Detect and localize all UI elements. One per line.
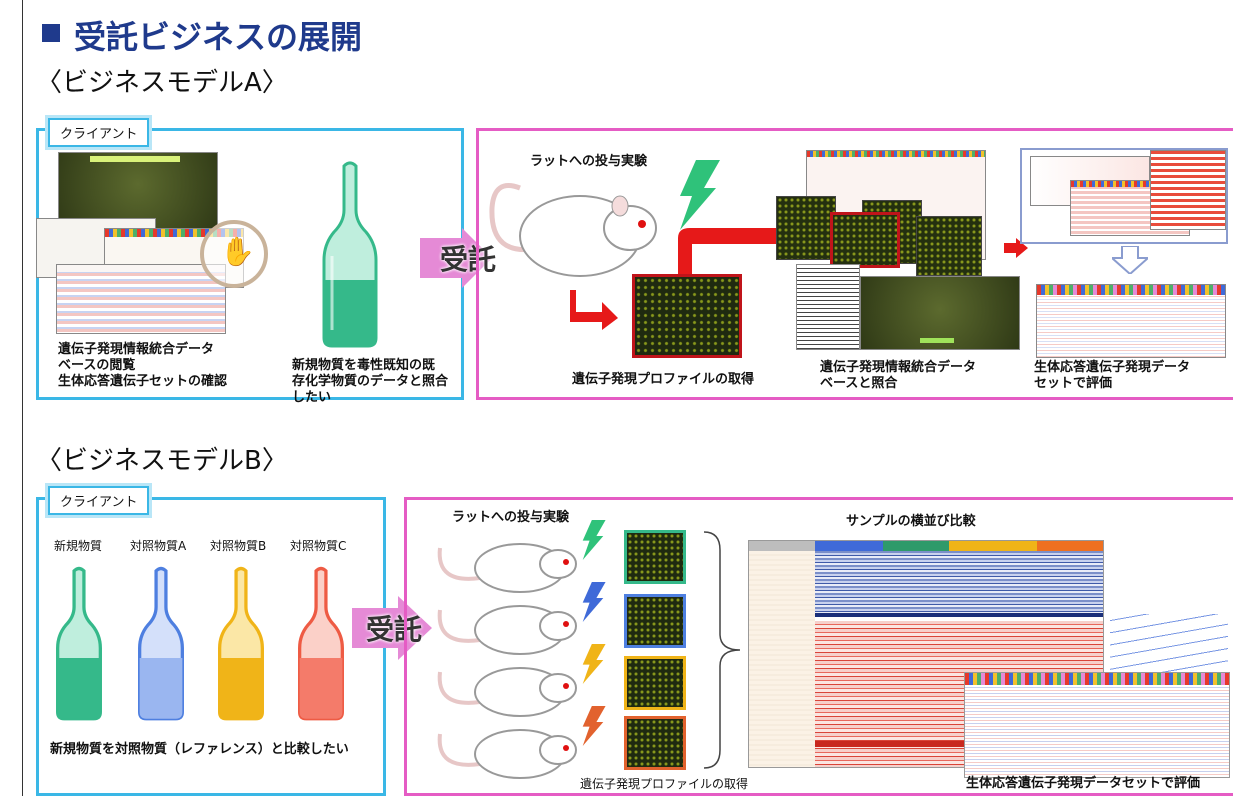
model-a-rat-label: ラットへの投与実験 — [530, 154, 648, 169]
microarray-stack-highlight — [830, 212, 900, 268]
eval-heatmap-large-b — [964, 672, 1230, 778]
entrust-label-b: 受託 — [366, 613, 423, 646]
model-b-client-tag: クライアント — [48, 486, 150, 515]
magnifier-icon — [200, 220, 268, 288]
gene-list-screen — [796, 264, 860, 350]
hand-cursor-icon: ✋ — [220, 235, 255, 268]
entrust-arrow-b — [352, 596, 432, 660]
entrust-label-a: 受託 — [440, 243, 497, 276]
model-a-heading: 〈ビジネスモデルA〉 — [36, 68, 288, 98]
comparison-heatmap — [748, 540, 1104, 768]
eval-heatmap-small-3 — [1150, 150, 1226, 230]
heatmap-blue-line — [815, 613, 1103, 617]
model-a-client-text-2: 新規物質を毒性既知の既 存化学物質のデータと照合 したい — [292, 358, 449, 405]
model-b-service-frame — [404, 497, 1233, 796]
heatmap-red-line — [815, 741, 1103, 747]
heatmap-screen-3 — [56, 264, 226, 334]
microarray-orange — [624, 716, 686, 770]
bracket-icon — [703, 531, 741, 769]
scatter-dash-lines — [1110, 614, 1228, 672]
db-screen-front — [860, 276, 1020, 350]
heatmap-blue-block — [815, 551, 1103, 613]
ampoule-blue-icon — [138, 566, 184, 721]
eval-heatmap-large-a — [1036, 284, 1226, 358]
lightning-icon-yellow — [582, 644, 606, 684]
model-b-heading: 〈ビジネスモデルB〉 — [36, 446, 288, 476]
model-b-compare-label: サンプルの横並び比較 — [846, 514, 976, 529]
heatmap-header-orange — [1037, 541, 1103, 551]
model-a-client-text-1: 遺伝子発現情報統合データ ベースの閲覧 生体応答遺伝子セットの確認 — [58, 342, 228, 389]
model-b-client-text: 新規物質を対照物質（レファレンス）と比較したい — [50, 742, 349, 757]
ampoule-green-icon — [322, 161, 378, 348]
microarray-stack-1 — [776, 196, 836, 260]
heatmap-header-blue — [815, 541, 883, 551]
model-a-profile-label: 遺伝子発現プロファイルの取得 — [572, 372, 755, 387]
flow-arrow-down — [570, 290, 618, 330]
microarray-stack-3 — [916, 216, 982, 276]
substance-label-a: 対照物質A — [130, 539, 187, 553]
rat-icon-a — [489, 183, 657, 277]
down-arrow-outline — [1112, 246, 1148, 274]
heatmap-header-yellow — [949, 541, 1037, 551]
heatmap-left-pale — [749, 551, 815, 767]
rat-icon-b4 — [437, 729, 577, 779]
substance-label-c: 対照物質C — [290, 539, 347, 553]
rat-icon-b1 — [437, 543, 577, 593]
page-title: 受託ビジネスの展開 — [74, 18, 363, 56]
model-b-eval-label: 生体応答遺伝子発現データセットで評価 — [966, 776, 1201, 791]
microarray-image-a — [632, 274, 742, 358]
model-a-service-frame — [476, 128, 1233, 400]
lightning-icon-blue — [582, 582, 606, 622]
lightning-icon-orange — [582, 706, 606, 746]
model-b-profile-label: 遺伝子発現プロファイルの取得 — [580, 777, 749, 791]
database-screen-bar — [90, 156, 180, 162]
microarray-blue — [624, 594, 686, 648]
substance-label-b: 対照物質B — [210, 539, 267, 553]
db-screen-front-bar — [920, 338, 954, 343]
model-a-eval-label: 生体応答遺伝子発現データ セットで評価 — [1034, 360, 1191, 391]
substance-label-new: 新規物質 — [54, 539, 103, 553]
ampoule-red-icon — [298, 566, 344, 721]
lightning-icon-a — [680, 160, 720, 230]
ampoule-yellow-icon — [218, 566, 264, 721]
microarray-yellow — [624, 656, 686, 710]
model-a-client-tag: クライアント — [48, 118, 150, 147]
ampoule-green-icon-b — [56, 566, 102, 721]
model-b-rat-label: ラットへの投与実験 — [452, 510, 570, 525]
heatmap-header-gray — [749, 541, 815, 551]
left-border-line — [22, 0, 23, 796]
heatmap-header-green — [883, 541, 949, 551]
model-a-db-label: 遺伝子発現情報統合データ ベースと照合 — [820, 360, 977, 391]
lightning-icon-green — [582, 520, 606, 560]
entrust-arrow-a — [420, 228, 492, 288]
title-square-icon — [42, 24, 60, 42]
rat-icon-b3 — [437, 667, 577, 717]
rat-icon-b2 — [437, 605, 577, 655]
microarray-green — [624, 530, 686, 584]
